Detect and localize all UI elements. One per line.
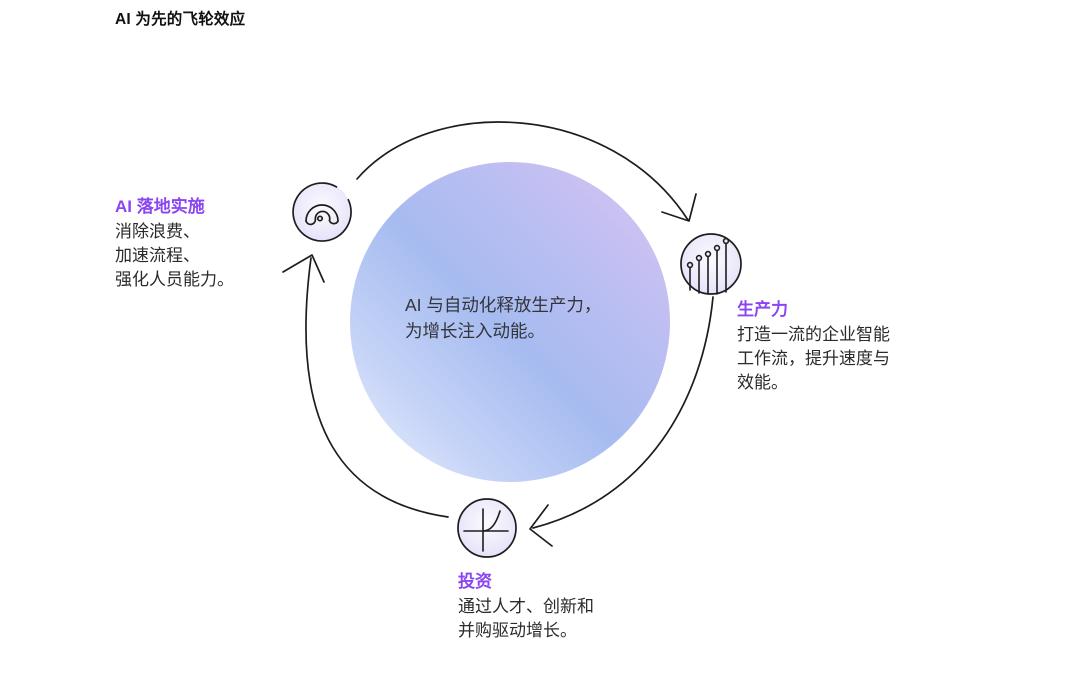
node-line: 强化人员能力。 <box>115 270 234 289</box>
hub-circle <box>350 162 670 482</box>
node-line: 并购驱动增长。 <box>458 621 577 640</box>
node-line: 工作流，提升速度与 <box>737 349 890 368</box>
node-investment: 投资 通过人才、创新和 并购驱动增长。 <box>458 571 594 643</box>
gauge-icon <box>292 182 352 242</box>
axis-curve-icon <box>457 498 517 558</box>
node-line: 打造一流的企业智能 <box>737 325 890 344</box>
node-line: 效能。 <box>737 373 788 392</box>
node-line: 通过人才、创新和 <box>458 597 594 616</box>
node-heading: AI 落地实施 <box>115 197 205 216</box>
node-heading: 投资 <box>458 572 492 591</box>
arrow-left-clockwise <box>282 254 449 518</box>
hub-text-line2: 为增长注入动能。 <box>405 321 545 341</box>
hub-text-line1: AI 与自动化释放生产力， <box>405 295 602 315</box>
node-heading: 生产力 <box>737 300 788 319</box>
node-line: 消除浪费、 <box>115 222 200 241</box>
arrow-top-clockwise <box>356 121 697 222</box>
node-ai-implementation: AI 落地实施 消除浪费、 加速流程、 强化人员能力。 <box>115 196 234 292</box>
hub-text: AI 与自动化释放生产力， 为增长注入动能。 <box>405 292 601 344</box>
page-title: AI 为先的飞轮效应 <box>115 11 246 28</box>
growth-bars-icon <box>680 233 742 295</box>
node-line: 加速流程、 <box>115 246 200 265</box>
node-productivity: 生产力 打造一流的企业智能 工作流，提升速度与 效能。 <box>737 299 890 395</box>
arrow-right-clockwise <box>529 296 714 547</box>
